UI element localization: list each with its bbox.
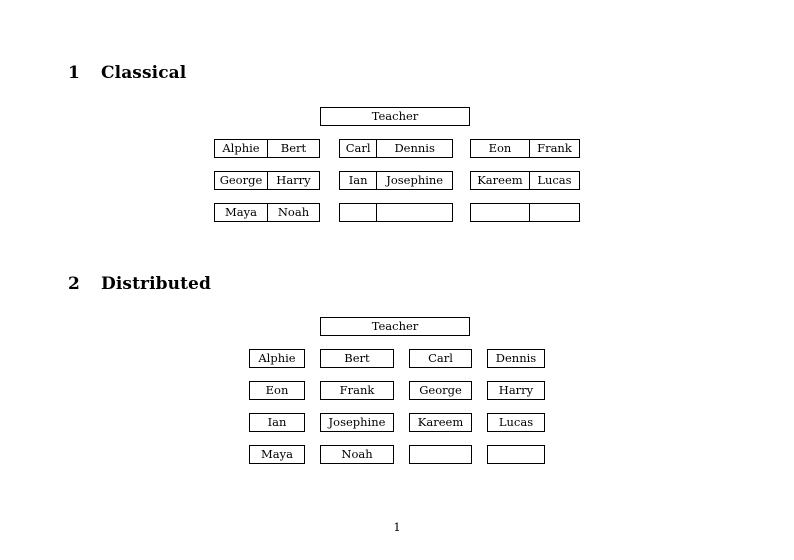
classical-cell: Noah — [266, 204, 319, 221]
distributed-cell: Ian — [249, 413, 305, 432]
distributed-cell: Carl — [409, 349, 472, 368]
section-title: Distributed — [101, 274, 211, 294]
classical-cell: Josephine — [376, 172, 452, 189]
distributed-cell: George — [409, 381, 472, 400]
classical-group-row: Alphie Bert — [214, 139, 320, 158]
classical-cell: Maya — [225, 205, 257, 219]
section-heading-classical: 1 Classical — [68, 65, 186, 82]
distributed-cell: Alphie — [249, 349, 305, 368]
distributed-cell: Noah — [320, 445, 394, 464]
classical-cell: Harry — [266, 172, 319, 189]
distributed-cell: Harry — [487, 381, 545, 400]
distributed-cell: Frank — [320, 381, 394, 400]
classical-cell: Dennis — [376, 140, 452, 157]
classical-cell: Eon — [488, 141, 512, 155]
section-number: 2 — [68, 274, 80, 294]
classical-cell: Ian — [348, 173, 368, 187]
section-number: 1 — [68, 63, 80, 83]
classical-group-row: Carl Dennis — [339, 139, 453, 158]
page-number: 1 — [393, 520, 401, 534]
distributed-cell: Dennis — [487, 349, 545, 368]
section-title: Classical — [101, 63, 187, 83]
distributed-cell: Eon — [249, 381, 305, 400]
distributed-cell — [487, 445, 545, 464]
classical-group-row: Kareem Lucas — [470, 171, 580, 190]
classical-group-row: Ian Josephine — [339, 171, 453, 190]
classical-cell: Kareem — [477, 173, 523, 187]
classical-cell — [340, 204, 376, 221]
classical-cell: Bert — [266, 140, 319, 157]
classical-teacher-box: Teacher — [320, 107, 470, 126]
section-heading-distributed: 2 Distributed — [68, 276, 211, 293]
classical-group-row: Eon Frank — [470, 139, 580, 158]
classical-cell — [471, 204, 529, 221]
distributed-teacher-box: Teacher — [320, 317, 470, 336]
classical-cell: Carl — [345, 141, 371, 155]
classical-group-row — [470, 203, 580, 222]
classical-cell: Frank — [528, 140, 579, 157]
distributed-cell: Lucas — [487, 413, 545, 432]
classical-cell — [528, 204, 579, 221]
classical-group-row — [339, 203, 453, 222]
distributed-cell: Kareem — [409, 413, 472, 432]
distributed-cell: Maya — [249, 445, 305, 464]
distributed-cell: Bert — [320, 349, 394, 368]
classical-cell: Lucas — [528, 172, 579, 189]
classical-cell: George — [219, 173, 263, 187]
distributed-cell: Josephine — [320, 413, 394, 432]
classical-cell: Alphie — [222, 141, 260, 155]
distributed-cell — [409, 445, 472, 464]
classical-cell — [376, 204, 452, 221]
classical-group-row: Maya Noah — [214, 203, 320, 222]
classical-group-row: George Harry — [214, 171, 320, 190]
